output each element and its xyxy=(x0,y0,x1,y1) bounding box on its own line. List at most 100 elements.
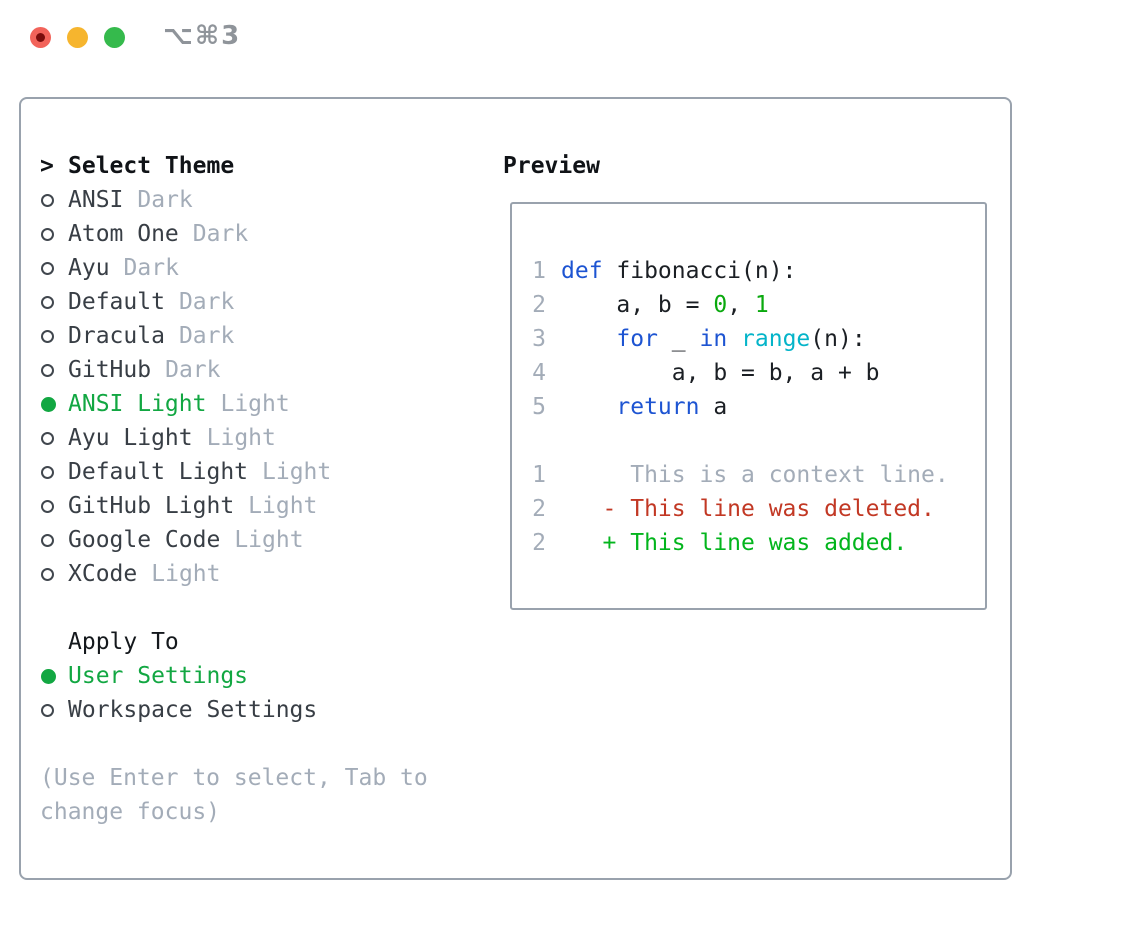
line-number: 2 xyxy=(532,292,546,318)
preview-line: 3 for _ in range(n): xyxy=(532,322,985,356)
theme-name: GitHub xyxy=(68,357,152,383)
line-number: 1 xyxy=(532,462,546,488)
line-content: + This line was added. xyxy=(561,526,908,560)
line-content: - This line was deleted. xyxy=(561,492,935,526)
keyboard-shortcut-label: ⌥⌘3 xyxy=(163,21,242,51)
theme-name: GitHub Light xyxy=(68,493,235,519)
theme-name: Google Code xyxy=(68,527,221,553)
token-plain xyxy=(561,394,616,420)
token-plain xyxy=(727,326,741,352)
token-deleted: - This line was deleted. xyxy=(561,496,935,522)
token-added: + This line was added. xyxy=(561,530,908,556)
help-text: (Use Enter to select, Tab to change focus… xyxy=(40,761,490,829)
theme-variant: Dark xyxy=(192,221,249,247)
radio-icon xyxy=(41,567,54,581)
token-builtin: range xyxy=(741,326,811,352)
theme-variant: Light xyxy=(151,561,221,587)
radio-icon xyxy=(41,396,56,412)
theme-name: Default xyxy=(68,289,165,315)
titlebar: ⌥⌘3 xyxy=(0,0,1140,80)
theme-variant: Dark xyxy=(178,289,235,315)
token-keyword: in xyxy=(699,326,728,352)
radio-icon xyxy=(41,465,54,479)
token-plain: a, b = b, a + b xyxy=(561,360,880,386)
line-number: 3 xyxy=(532,326,546,352)
theme-variant: Light xyxy=(234,527,304,553)
theme-variant: Dark xyxy=(137,187,193,213)
apply-option-workspace-settings[interactable]: Workspace Settings xyxy=(40,693,490,727)
apply-option-label: Workspace Settings xyxy=(68,697,318,723)
theme-name: Atom One xyxy=(68,221,179,247)
theme-option-default[interactable]: Default Dark xyxy=(40,285,490,319)
select-theme-title: Select Theme xyxy=(68,153,235,179)
theme-option-ayu-light[interactable]: Ayu Light Light xyxy=(40,421,490,455)
line-content: return a xyxy=(561,390,727,424)
theme-variant: Light xyxy=(220,391,290,417)
token-number: 0 xyxy=(713,292,728,318)
theme-variant: Dark xyxy=(165,357,221,383)
apply-to-title: Apply To xyxy=(68,629,179,655)
radio-icon xyxy=(41,193,54,207)
close-button-icon[interactable] xyxy=(30,27,51,48)
maximize-button-icon[interactable] xyxy=(104,27,125,48)
theme-option-atom-one[interactable]: Atom One Dark xyxy=(40,217,490,251)
apply-option-user-settings[interactable]: User Settings xyxy=(40,659,490,693)
token-plain: , xyxy=(727,292,755,318)
theme-option-ansi-light[interactable]: ANSI Light Light xyxy=(40,387,490,421)
radio-icon xyxy=(41,261,54,275)
token-plain: a, b = xyxy=(561,292,714,318)
theme-variant: Light xyxy=(206,425,276,451)
token-plain: fibonacci(n): xyxy=(602,258,797,284)
token-keyword: def xyxy=(561,258,603,284)
theme-name: Ayu Light xyxy=(68,425,193,451)
prompt-icon: > xyxy=(40,153,54,179)
radio-icon xyxy=(41,227,54,241)
radio-icon xyxy=(41,363,54,377)
line-content: a, b = b, a + b xyxy=(561,356,880,390)
radio-icon xyxy=(41,499,54,513)
radio-icon xyxy=(41,533,54,547)
line-number: 1 xyxy=(532,258,546,284)
token-number: 1 xyxy=(754,292,769,318)
line-number xyxy=(532,424,546,458)
line-content: a, b = 0, 1 xyxy=(561,288,769,322)
theme-variant: Dark xyxy=(178,323,235,349)
preview-line xyxy=(532,424,985,458)
minimize-button-icon[interactable] xyxy=(67,27,88,48)
token-keyword: for xyxy=(616,326,658,352)
preview-title: Preview xyxy=(503,153,600,179)
radio-icon xyxy=(41,295,54,309)
radio-icon xyxy=(41,431,54,445)
token-plain: (n): xyxy=(810,326,866,352)
theme-option-github[interactable]: GitHub Dark xyxy=(40,353,490,387)
theme-option-ansi[interactable]: ANSI Dark xyxy=(40,183,490,217)
preview-line: 1 def fibonacci(n): xyxy=(532,254,985,288)
help-text-line: (Use Enter to select, Tab to xyxy=(40,765,428,791)
spacer-row xyxy=(40,727,490,761)
spacer-row xyxy=(40,591,490,625)
theme-name: ANSI Light xyxy=(68,391,207,417)
select-theme-heading: > Select Theme xyxy=(40,149,490,183)
theme-option-google-code[interactable]: Google Code Light xyxy=(40,523,490,557)
token-plain: a xyxy=(699,394,728,420)
radio-icon xyxy=(41,703,54,717)
line-content: def fibonacci(n): xyxy=(561,254,796,288)
token-keyword: return xyxy=(616,394,700,420)
theme-variant: Light xyxy=(262,459,332,485)
apply-option-label: User Settings xyxy=(68,663,249,689)
theme-name: ANSI xyxy=(68,187,124,213)
line-number: 4 xyxy=(532,360,546,386)
help-text-line: change focus) xyxy=(40,799,221,825)
radio-icon xyxy=(41,668,56,684)
